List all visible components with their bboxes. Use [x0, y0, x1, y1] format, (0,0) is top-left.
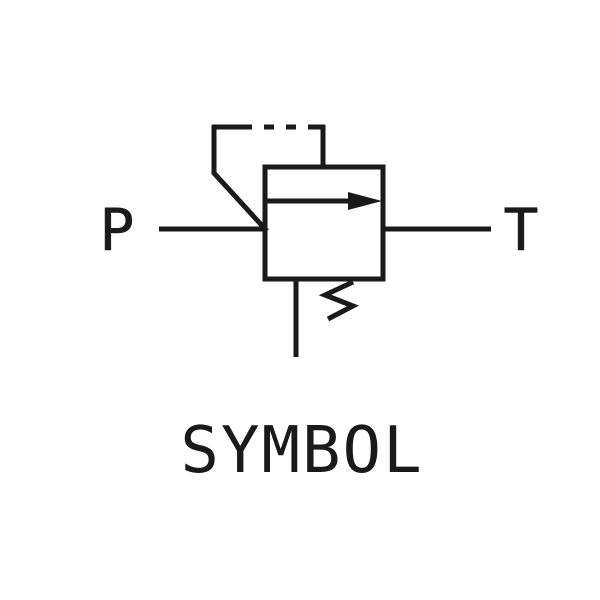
- flow-arrow-head: [348, 192, 382, 210]
- spring-symbol: [318, 279, 360, 322]
- flow-arrow: [266, 192, 382, 210]
- caption-label: SYMBOL: [180, 414, 423, 488]
- valve-envelope: [262, 164, 386, 282]
- pilot-line-group: [211, 124, 326, 233]
- pilot-diagonal-line: [211, 170, 269, 233]
- port-label-t: T: [504, 196, 539, 264]
- port-label-p: P: [100, 196, 135, 264]
